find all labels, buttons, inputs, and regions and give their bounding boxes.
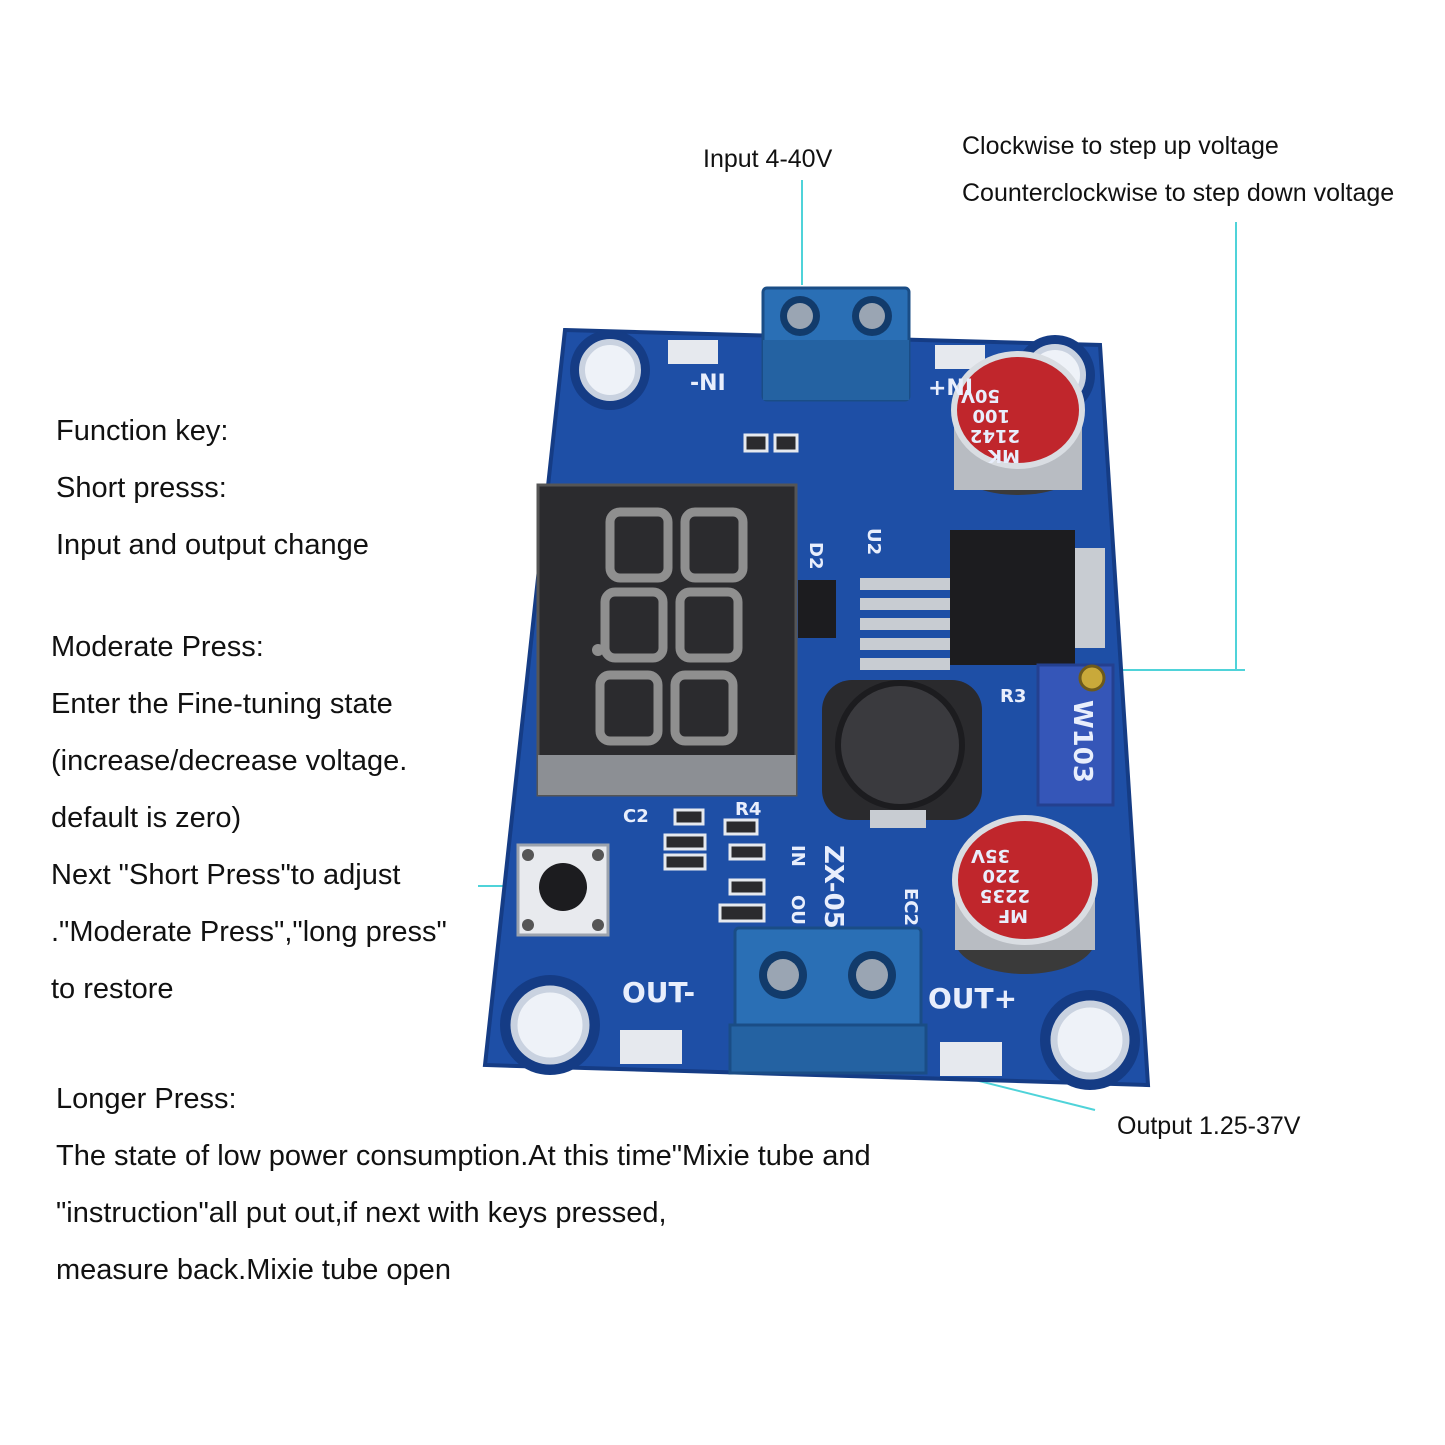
input-capacitor: 50V 100 2142 MK [951,351,1085,495]
cap1-marking-2: 100 [972,405,1010,426]
seven-segment-display [536,483,798,797]
longer-press-line-1: Longer Press: [56,1083,237,1115]
cap2-marking-2: 220 [982,865,1020,886]
silk-r3: R3 [1000,686,1026,707]
function-key-line-2: Short presss: [56,472,227,504]
pot-marking: W103 [1067,700,1097,783]
output-capacitor: 35V 220 2235 MF [952,815,1098,974]
silk-d2: D2 [805,542,826,569]
silk-out-minus: OUT- [622,976,695,1009]
moderate-press-line-6: ."Moderate Press","long press" [51,916,447,948]
regulator-ic [860,530,1105,670]
inductor [822,680,982,828]
cap1-marking-1: 50V [961,385,1000,406]
moderate-press-line-4: default is zero) [51,802,242,834]
silk-in: IN [787,845,808,867]
cap2-marking-3: 2235 [980,885,1030,906]
diode-d2 [798,580,836,638]
potentiometer: W103 [1036,663,1115,807]
silk-in-minus: -NI [690,371,726,396]
longer-press-line-4: measure back.Mixie tube open [56,1254,451,1286]
silk-c2: C2 [623,806,649,827]
silk-u2: U2 [863,528,884,555]
silk-in-plus: +NI [928,376,973,401]
moderate-press-line-7: to restore [51,973,174,1005]
moderate-press-line-5: Next "Short Press"to adjust [51,859,401,891]
output-terminal-block [728,926,928,1075]
moderate-press-line-1: Moderate Press: [51,631,264,663]
silk-model: ZX-05 [818,845,848,929]
cap1-marking-3: 2142 [970,425,1020,446]
cap2-marking-4: MF [998,905,1028,926]
longer-press-line-3: "instruction"all put out,if next with ke… [56,1197,667,1229]
function-key-line-1: Function key: [56,415,229,447]
function-button [516,843,610,937]
silk-ec2: EC2 [900,888,921,926]
pot-counterclockwise-label: Counterclockwise to step down voltage [962,179,1395,207]
silk-r4: R4 [735,799,761,820]
cap1-marking-4: MK [987,445,1020,466]
moderate-press-line-2: Enter the Fine-tuning state [51,688,393,720]
output-voltage-label: Output 1.25-37V [1117,1112,1301,1140]
silk-out: OU [787,895,808,925]
function-key-line-3: Input and output change [56,529,369,561]
cap2-marking-1: 35V [971,845,1010,866]
input-voltage-label: Input 4-40V [703,145,833,173]
boost-converter-board: 50V 100 2142 MK W103 35V 220 2235 MF [482,286,1151,1090]
pot-clockwise-label: Clockwise to step up voltage [962,132,1279,160]
moderate-press-line-3: (increase/decrease voltage. [51,745,408,777]
input-terminal-block [761,286,911,402]
longer-press-line-2: The state of low power consumption.At th… [56,1140,871,1172]
silk-out-plus: OUT+ [928,982,1017,1015]
